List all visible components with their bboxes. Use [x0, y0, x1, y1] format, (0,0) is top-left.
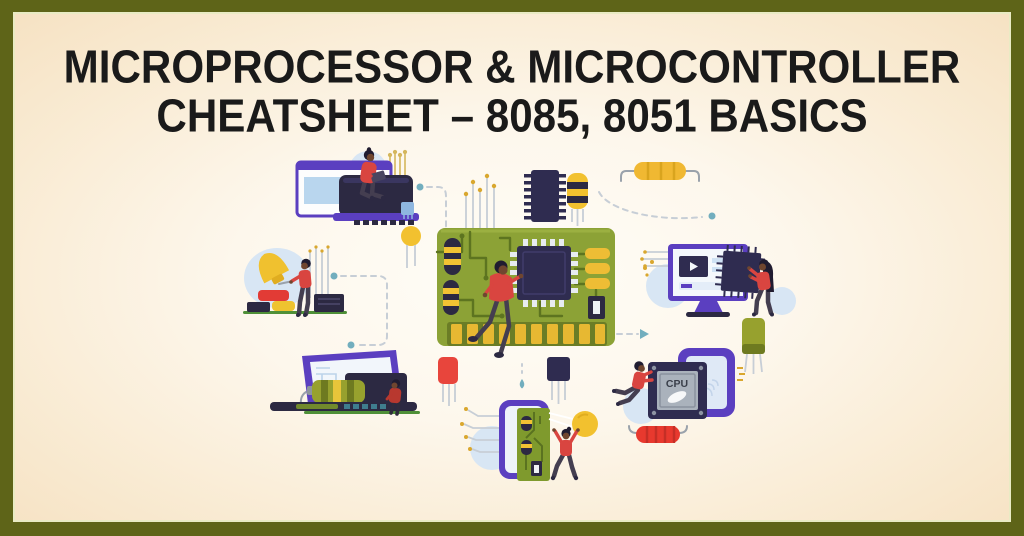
base-board-icon: [270, 402, 420, 414]
scene-battery-laptop: [270, 350, 420, 416]
capacitor-icon: [444, 238, 461, 275]
transistor-icon: [547, 357, 570, 404]
pcb-strip-icon: [517, 408, 550, 481]
gold-pins-icon: [387, 149, 408, 177]
scene-engineer-carrying-capacitor: [243, 245, 347, 317]
person-holding-capacitor: [550, 426, 580, 481]
gold-component-icon: [272, 301, 295, 311]
microchip-icon: [510, 239, 578, 307]
blob: [768, 287, 796, 315]
red-inductor-icon: [628, 425, 688, 443]
top-components: [401, 162, 700, 277]
person-sitting: [359, 147, 386, 201]
scene-engineer-on-server: [295, 147, 419, 225]
arrow-icon: [640, 329, 649, 339]
person-sitting-small: [385, 379, 402, 416]
capacitor-dome-icon: [258, 253, 290, 285]
title-line-1: MICROPROCESSOR & MICROCONTROLLER: [63, 41, 961, 94]
cpu-label: CPU: [666, 378, 688, 390]
small-blue-chip-icon: [401, 202, 414, 219]
server-chip-icon: [333, 175, 419, 225]
cpu-chip-icon: CPU: [648, 362, 707, 419]
yellow-resistor-icon: [620, 162, 700, 182]
person-pushing-chip: [747, 259, 774, 317]
person-installing-chip: [468, 260, 524, 358]
central-circuit-board: [435, 228, 615, 358]
red-component-icon: [258, 290, 289, 301]
page-title: MICROPROCESSOR & MICROCONTROLLER CHEATSH…: [10, 41, 1014, 142]
electrolytic-capacitor-icon: [742, 318, 765, 374]
battery-icon: [299, 380, 365, 405]
wires: [308, 245, 330, 298]
scene-monitor-chip: [640, 244, 796, 317]
smd-resistors: [585, 248, 610, 289]
scene-smartphone: [460, 400, 598, 481]
led-icon: [438, 357, 458, 406]
black-component-icon: [247, 302, 270, 312]
strip-capacitor: [521, 416, 532, 455]
pcb-top-traces: [463, 173, 497, 228]
chip-block-icon: [314, 294, 344, 312]
trace-lines: [640, 250, 668, 268]
scene-cpu-socket: CPU: [612, 348, 745, 443]
trace-lines: [460, 407, 499, 453]
edge-connector-pins: [451, 324, 605, 344]
switch-icon: [588, 296, 605, 319]
capacitor-icon: [443, 280, 459, 315]
person-leaping: [612, 361, 654, 406]
title-line-2: CHEATSHEET – 8085, 8051 BASICS: [156, 90, 868, 142]
disc-capacitor-icon: [401, 226, 421, 268]
drop-icon: [519, 379, 525, 389]
striped-capacitor-icon: [567, 173, 588, 226]
person-carrying: [289, 258, 312, 317]
dip-chip-icon: [524, 170, 566, 222]
